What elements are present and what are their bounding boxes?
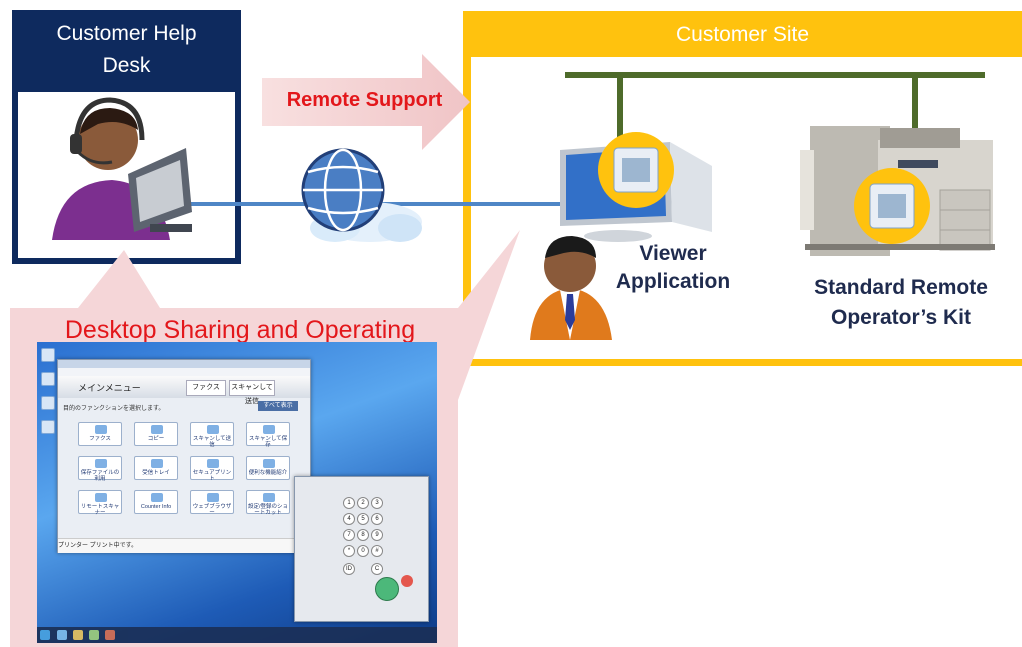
keypad-key[interactable]: *: [343, 545, 355, 557]
keypad-key[interactable]: #: [371, 545, 383, 557]
keypad-key[interactable]: 5: [357, 513, 369, 525]
keypad-key[interactable]: 4: [343, 513, 355, 525]
desktop-icon[interactable]: [41, 396, 55, 410]
taskbar-app-icon[interactable]: [105, 630, 115, 640]
function-tile[interactable]: スキャンして送信: [190, 422, 234, 448]
monitor-icon: [128, 148, 192, 232]
window-menubar[interactable]: [58, 368, 310, 376]
function-tile[interactable]: 設定/登録のショートカット: [246, 490, 290, 516]
function-tile[interactable]: ファクス: [78, 422, 122, 446]
keypad-key[interactable]: 9: [371, 529, 383, 541]
function-tile[interactable]: 受信トレイ: [134, 456, 178, 480]
remote-support-label: Remote Support: [286, 89, 443, 111]
viewer-application-label: Viewer Application: [588, 240, 758, 296]
viewer-label-line2: Application: [615, 270, 731, 293]
remote-support-arrow: [262, 54, 470, 150]
control-panel-window[interactable]: 1 2 3 4 5 6 7 8 9 * 0 # ID C: [294, 476, 429, 622]
function-instruction: 目的のファンクションを選択します。: [63, 406, 165, 412]
taskbar-app-icon[interactable]: [57, 630, 67, 640]
kit-label-line1: Standard Remote: [814, 276, 988, 299]
kit-badge-icon: [854, 168, 930, 244]
app-badge-icon: [598, 132, 674, 208]
keypad-key[interactable]: 1: [343, 497, 355, 509]
function-tile[interactable]: リモートスキャナー: [78, 490, 122, 516]
start-button[interactable]: [375, 577, 399, 601]
callout-title: Desktop Sharing and Operating: [64, 316, 416, 344]
scan-send-shortcut-button[interactable]: スキャンして送信: [229, 380, 275, 405]
function-tile[interactable]: ウェブブラウザー: [190, 490, 234, 516]
show-all-button[interactable]: すべて表示: [258, 401, 298, 411]
keypad-key[interactable]: C: [371, 563, 383, 575]
taskbar: [37, 627, 437, 643]
function-tile[interactable]: セキュアプリント: [190, 456, 234, 482]
internet-globe-icon: [301, 148, 422, 242]
keypad-key[interactable]: 0: [357, 545, 369, 557]
help-desk-title: Customer Help Desk: [12, 18, 241, 82]
fax-shortcut-button[interactable]: ファクス: [186, 380, 226, 396]
function-tile[interactable]: Counter Info: [134, 490, 178, 514]
keypad-key[interactable]: 7: [343, 529, 355, 541]
keypad-key[interactable]: ID: [343, 563, 355, 575]
function-tile[interactable]: 便利な機能紹介: [246, 456, 290, 480]
desktop-icon[interactable]: [41, 372, 55, 386]
viewer-label-line1: Viewer: [639, 242, 707, 265]
function-tile[interactable]: 保存ファイルの利用: [78, 456, 122, 482]
taskbar-app-icon[interactable]: [73, 630, 83, 640]
customer-site-title: Customer Site: [675, 23, 810, 46]
function-tile[interactable]: スキャンして保存: [246, 422, 290, 448]
remote-operation-window[interactable]: メインメニュー ファクス スキャンして送信 目的のファンクションを選択します。 …: [57, 359, 311, 553]
keypad-key[interactable]: 6: [371, 513, 383, 525]
keypad-key[interactable]: 3: [371, 497, 383, 509]
desktop-icon[interactable]: [41, 348, 55, 362]
desktop-icon[interactable]: [41, 420, 55, 434]
keypad-key[interactable]: 8: [357, 529, 369, 541]
stop-button[interactable]: [401, 575, 413, 587]
keypad-key[interactable]: 2: [357, 497, 369, 509]
help-desk-title-line1: Customer Help: [56, 22, 197, 45]
help-desk-title-line2: Desk: [102, 54, 151, 77]
function-grid: ファクス コピー スキャンして送信 スキャンして保存 保存ファイルの利用 受信ト…: [78, 422, 296, 527]
window-titlebar[interactable]: [58, 360, 310, 368]
taskbar-app-icon[interactable]: [89, 630, 99, 640]
remote-operator-kit-label: Standard Remote Operator’s Kit: [775, 273, 1022, 333]
desktop-screenshot: メインメニュー ファクス スキャンして送信 目的のファンクションを選択します。 …: [37, 342, 437, 643]
main-menu-title: メインメニュー: [78, 383, 141, 393]
start-orb-icon[interactable]: [40, 630, 50, 640]
kit-label-line2: Operator’s Kit: [830, 306, 972, 329]
status-bar: プリンター プリント中です。: [58, 538, 310, 553]
function-tile[interactable]: コピー: [134, 422, 178, 446]
customer-user-icon: [530, 236, 612, 340]
